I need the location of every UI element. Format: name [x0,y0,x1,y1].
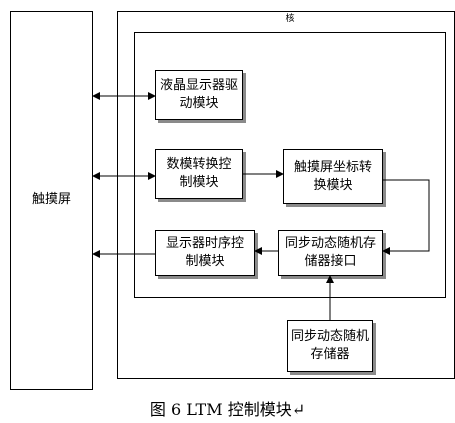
core-label: 核 [285,14,295,24]
dac-control-block: 数模转换控 制模块 [155,149,243,199]
figure-caption: 图 6 LTM 控制模块↵ [149,400,306,419]
sram-block: 同步动态随机 存储器 [287,320,373,372]
arrow-coord-sraminterface [382,179,430,255]
timing-control-block: 显示器时序控 制模块 [155,230,255,276]
touchscreen-block [10,11,93,390]
lcd-driver-block: 液晶显示器驱 动模块 [155,70,243,120]
coord-convert-block: 触摸屏坐标转 换模块 [283,149,383,204]
touchscreen-label: 触摸屏 [31,192,71,207]
